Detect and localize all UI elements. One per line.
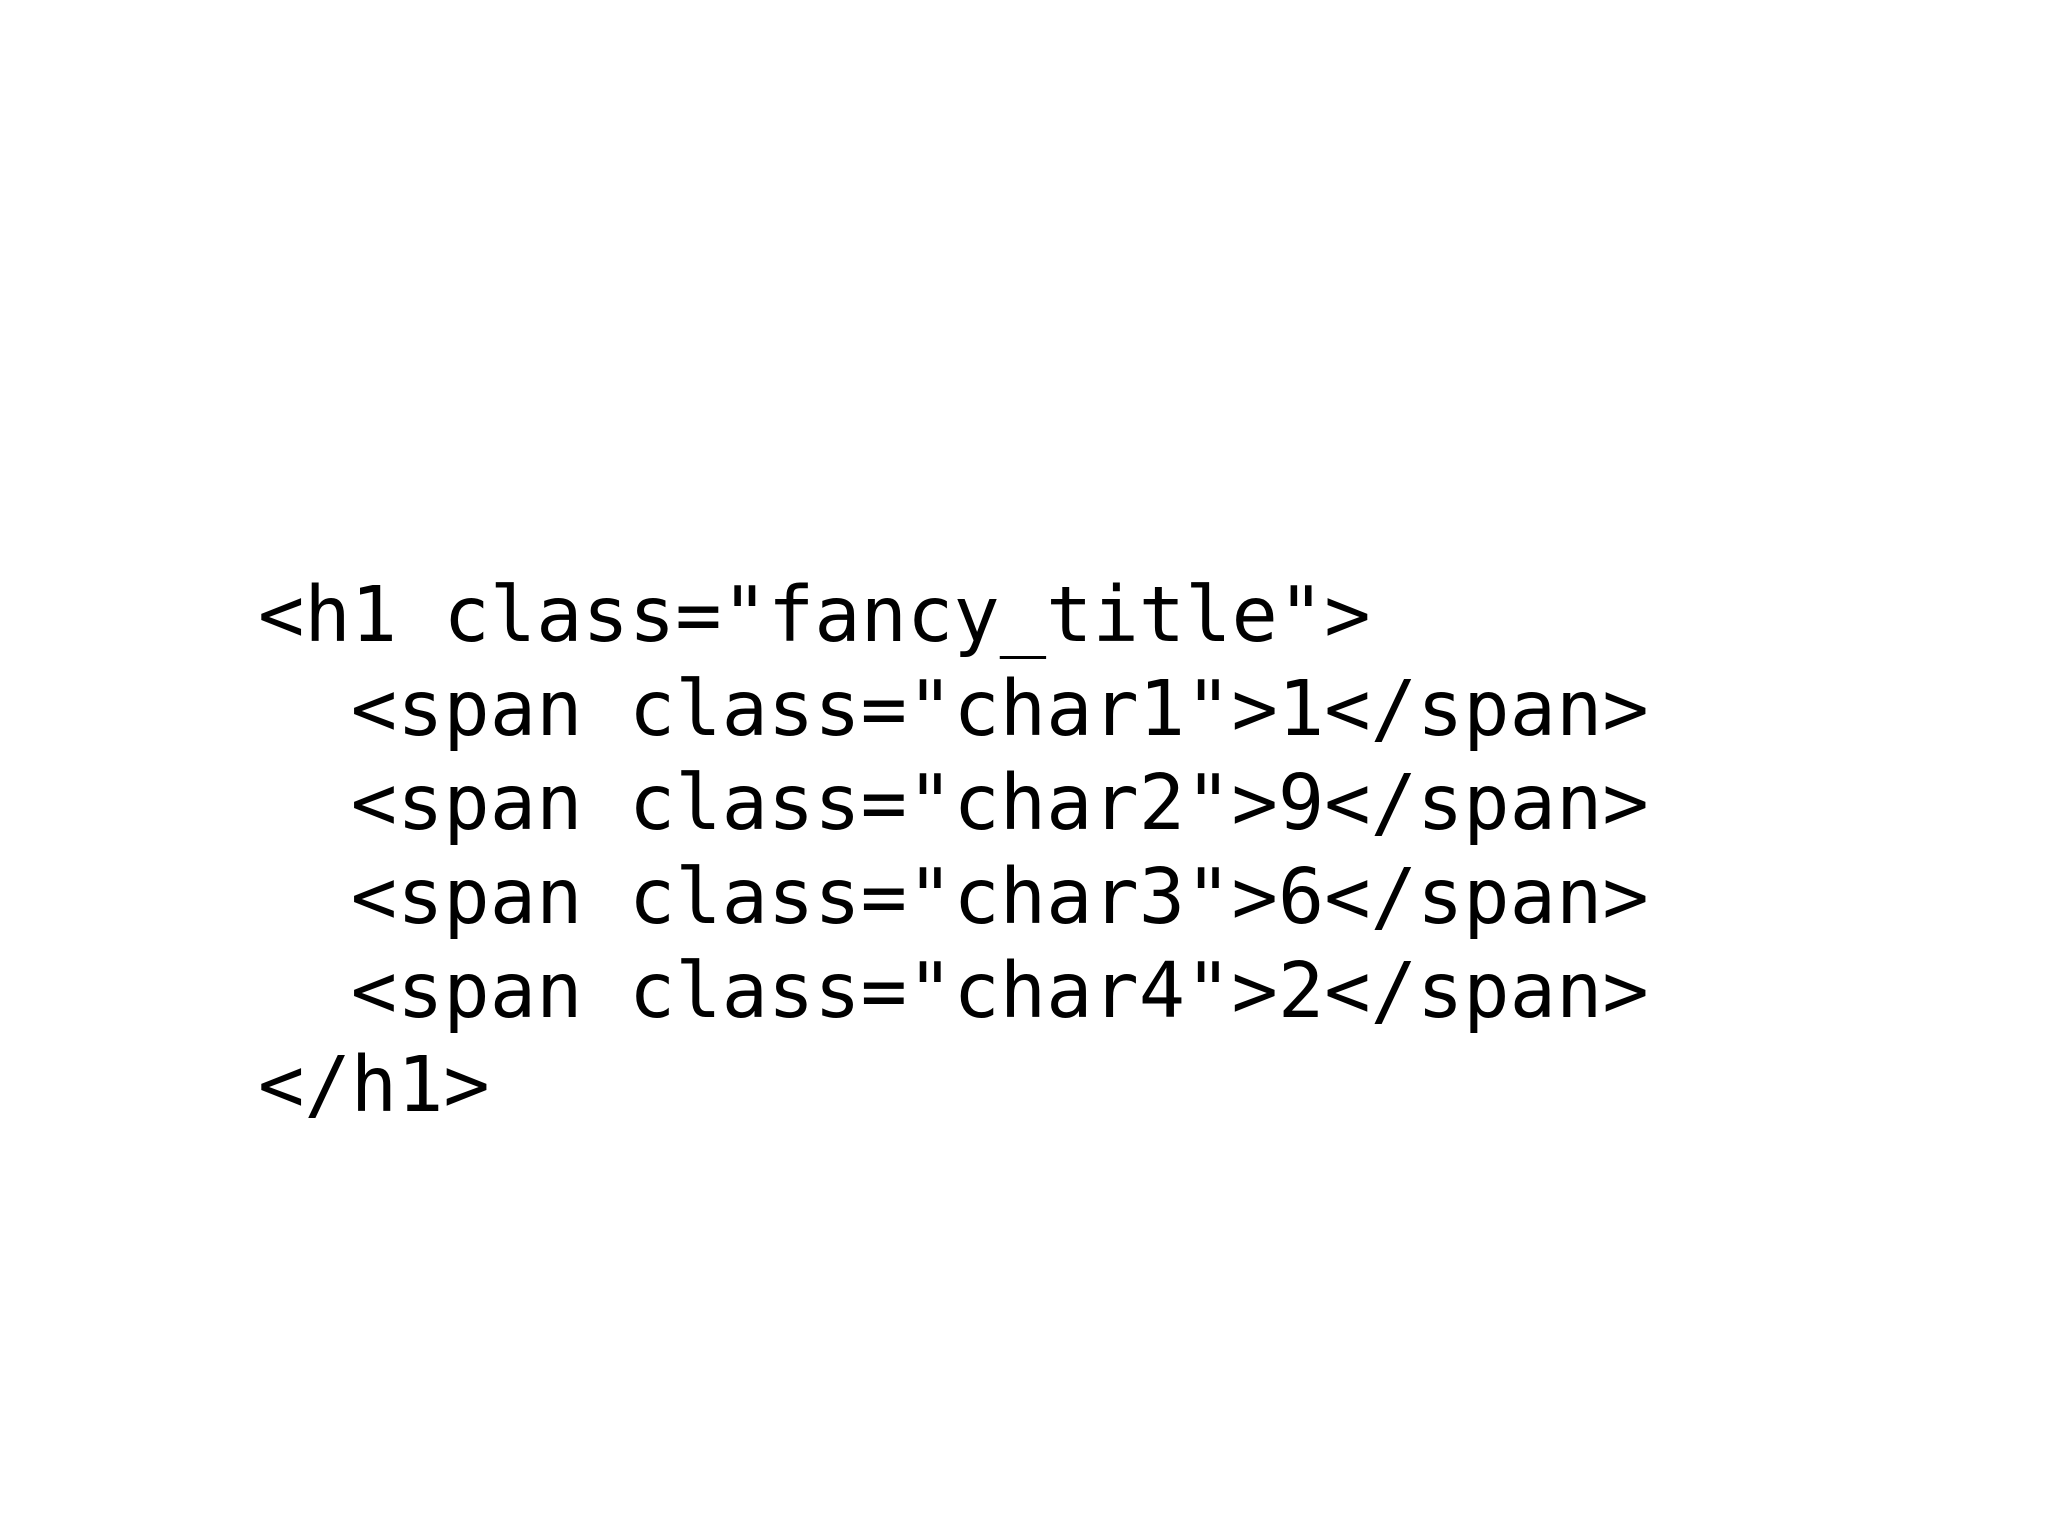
- code-snippet-block: <h1 class="fancy_title"> <span class="ch…: [258, 569, 1649, 1133]
- code-line-span-char3: <span class="char3">6</span>: [258, 853, 1649, 942]
- code-line-open-h1: <h1 class="fancy_title">: [258, 571, 1371, 660]
- code-line-span-char4: <span class="char4">2</span>: [258, 947, 1649, 1036]
- code-line-span-char2: <span class="char2">9</span>: [258, 759, 1649, 848]
- code-line-span-char1: <span class="char1">1</span>: [258, 665, 1649, 754]
- code-line-close-h1: </h1>: [258, 1041, 490, 1130]
